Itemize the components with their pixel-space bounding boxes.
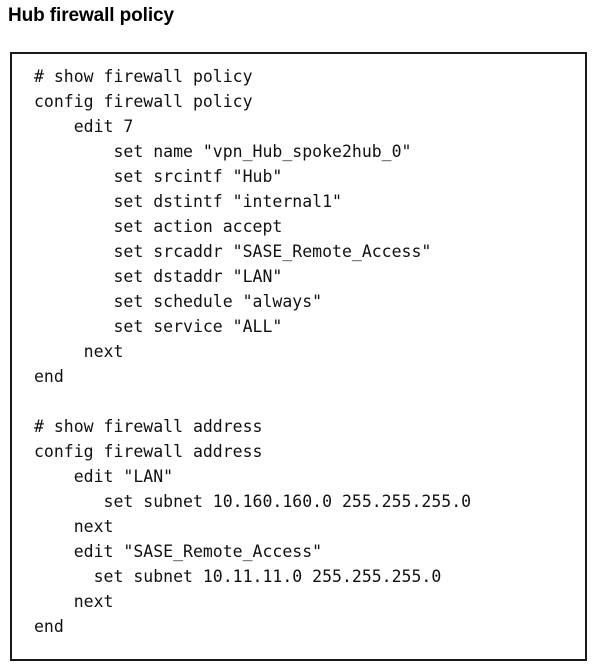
code-line: next	[34, 592, 114, 611]
code-line: config firewall address	[34, 442, 263, 461]
code-line: end	[34, 367, 64, 386]
code-block-container: # show firewall policy config firewall po…	[10, 52, 587, 661]
firewall-config-code: # show firewall policy config firewall po…	[12, 54, 585, 639]
code-line: set srcintf "Hub"	[34, 167, 283, 186]
code-line: config firewall policy	[34, 92, 253, 111]
code-line: set subnet 10.11.11.0 255.255.255.0	[34, 567, 442, 586]
code-line: end	[34, 617, 64, 636]
code-line: edit 7	[34, 117, 134, 136]
code-line: next	[34, 342, 124, 361]
code-line: # show firewall address	[34, 417, 263, 436]
code-line: edit "SASE_Remote_Access"	[34, 542, 323, 561]
code-line: set dstaddr "LAN"	[34, 267, 283, 286]
code-line: edit "LAN"	[34, 467, 174, 486]
code-line: next	[34, 517, 114, 536]
code-line: set schedule "always"	[34, 292, 323, 311]
code-line: set action accept	[34, 217, 283, 236]
code-line: set service "ALL"	[34, 317, 283, 336]
page-title: Hub firewall policy	[8, 5, 174, 26]
code-line: set subnet 10.160.160.0 255.255.255.0	[34, 492, 472, 511]
code-line: set name "vpn_Hub_spoke2hub_0"	[34, 142, 412, 161]
code-line: set dstintf "internal1"	[34, 192, 342, 211]
code-line: set srcaddr "SASE_Remote_Access"	[34, 242, 432, 261]
code-line: # show firewall policy	[34, 67, 253, 86]
code-line	[34, 389, 585, 414]
